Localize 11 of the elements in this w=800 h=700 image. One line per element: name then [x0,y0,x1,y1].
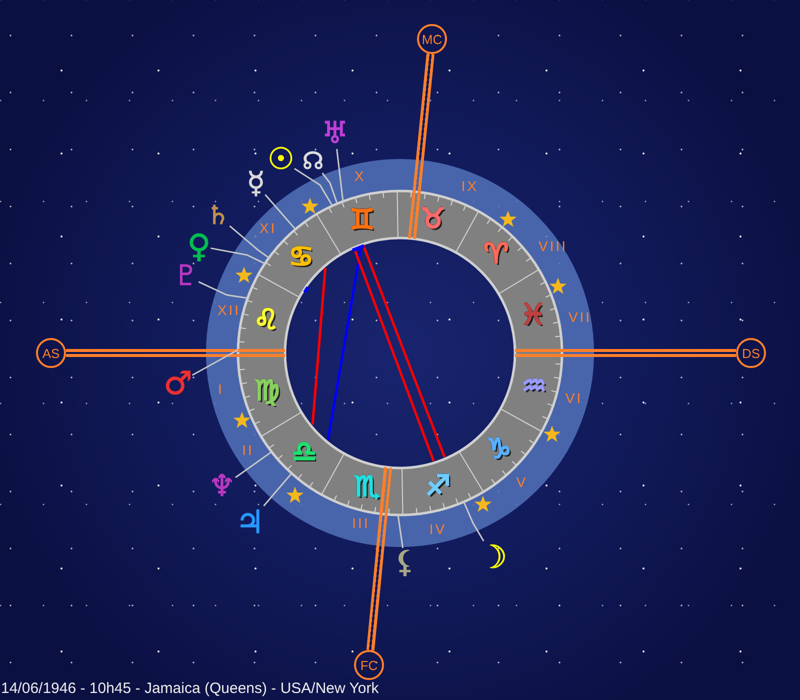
circled-label: AS [36,338,66,368]
planet-symbol: ♀ [187,230,211,262]
planet-symbol: ♅ [322,119,348,149]
caption: 14/06/1946 - 10h45 - Jamaica (Queens) - USA/New York [1,680,379,698]
planet-symbol: ☽ [478,541,508,573]
circled-label: DS [736,338,766,368]
planet-symbol: ♂ [164,367,192,399]
circled-label: MC [417,24,447,54]
planet-symbol: ♇ [173,262,199,290]
planet-symbol: ⚸ [394,548,416,578]
circled-label: FC [354,650,384,680]
